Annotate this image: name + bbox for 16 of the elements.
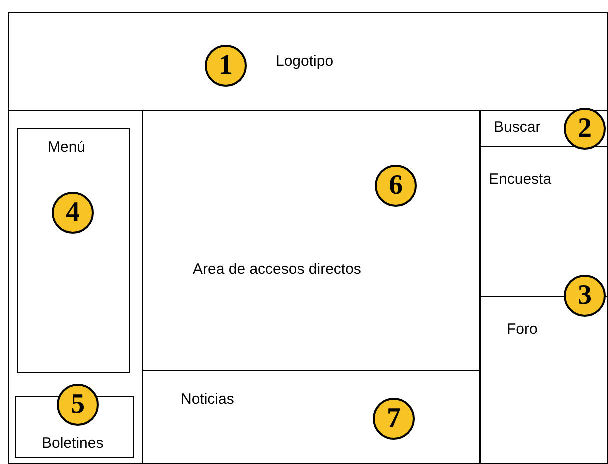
callout-number: 3	[564, 275, 606, 317]
region-label: Logotipo	[276, 53, 334, 70]
layout-region	[17, 128, 130, 373]
callout-number: 2	[564, 108, 606, 150]
callout-number: 6	[375, 165, 417, 207]
region-label: Area de accesos directos	[193, 261, 362, 278]
region-label: Menú	[48, 139, 86, 156]
callout-number: 7	[373, 398, 415, 440]
callout-number: 1	[205, 45, 247, 87]
region-label: Boletines	[42, 435, 104, 452]
callout-number: 5	[57, 384, 99, 426]
region-label: Noticias	[181, 391, 234, 408]
region-label: Encuesta	[489, 171, 552, 188]
region-label: Buscar	[494, 119, 541, 136]
callout-number: 4	[52, 192, 94, 234]
region-label: Foro	[507, 321, 538, 338]
